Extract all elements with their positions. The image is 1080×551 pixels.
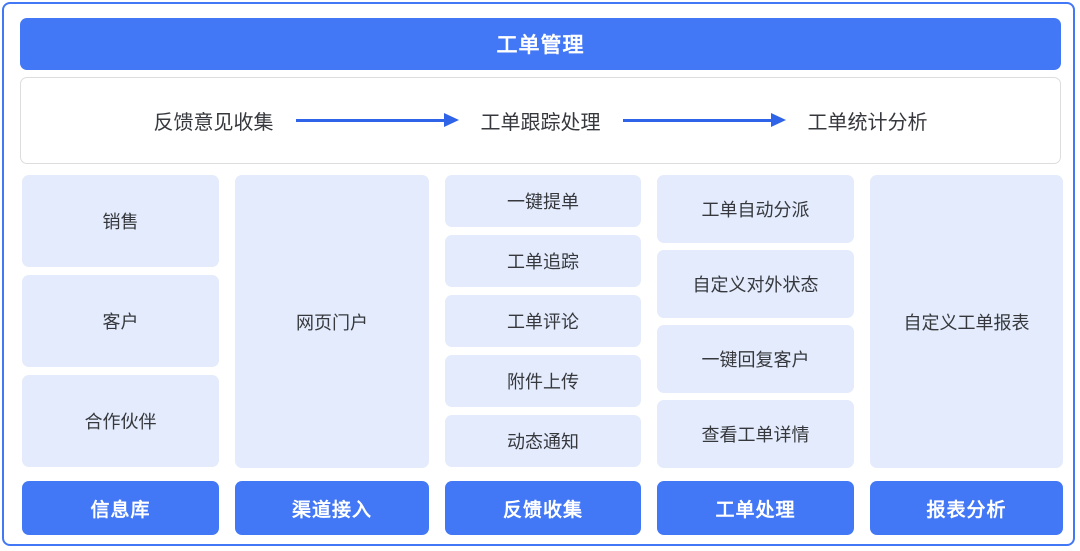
page-title: 工单管理 — [496, 34, 585, 57]
button-report-analysis[interactable]: 报表分析 — [870, 481, 1063, 535]
arrow-head — [443, 112, 459, 127]
arrow-shaft — [295, 118, 446, 122]
category-button-row: 信息库 渠道接入 反馈收集 工单处理 报表分析 — [22, 481, 1063, 535]
tile-custom-external-status[interactable]: 自定义对外状态 — [657, 250, 854, 318]
button-info-base[interactable]: 信息库 — [22, 481, 219, 535]
tile-custom-ticket-report[interactable]: 自定义工单报表 — [870, 175, 1063, 468]
tile-ticket-tracking[interactable]: 工单追踪 — [445, 235, 641, 287]
tile-view-ticket-detail[interactable]: 查看工单详情 — [657, 400, 854, 468]
tile-activity-notification[interactable]: 动态通知 — [445, 415, 641, 467]
button-channel-access[interactable]: 渠道接入 — [235, 481, 429, 535]
column-info-source: 销售 客户 合作伙伴 — [22, 175, 219, 468]
arrow-head — [770, 112, 786, 127]
button-ticket-process[interactable]: 工单处理 — [657, 481, 854, 535]
arrow-right-icon-2 — [622, 111, 786, 131]
tile-one-click-reply[interactable]: 一键回复客户 — [657, 325, 854, 393]
process-flow-box: 反馈意见收集 工单跟踪处理 工单统计分析 — [20, 77, 1061, 164]
tile-partner[interactable]: 合作伙伴 — [22, 375, 219, 467]
tile-sales[interactable]: 销售 — [22, 175, 219, 267]
column-feedback: 一键提单 工单追踪 工单评论 附件上传 动态通知 — [445, 175, 641, 468]
flow-step-3: 工单统计分析 — [807, 112, 928, 134]
tile-auto-assign[interactable]: 工单自动分派 — [657, 175, 854, 243]
arrow-shaft — [622, 118, 773, 122]
tile-attachment-upload[interactable]: 附件上传 — [445, 355, 641, 407]
feature-columns: 销售 客户 合作伙伴 网页门户 一键提单 工单追踪 工单评论 附件上传 动态通知… — [22, 175, 1063, 468]
button-feedback-collect[interactable]: 反馈收集 — [445, 481, 641, 535]
tile-web-portal[interactable]: 网页门户 — [235, 175, 429, 468]
tile-one-click-submit[interactable]: 一键提单 — [445, 175, 641, 227]
flow-step-1: 反馈意见收集 — [153, 112, 274, 134]
process-flow-inner: 反馈意见收集 工单跟踪处理 工单统计分析 — [150, 106, 932, 135]
flow-step-2: 工单跟踪处理 — [480, 112, 601, 134]
column-channel: 网页门户 — [235, 175, 429, 468]
column-report: 自定义工单报表 — [870, 175, 1063, 468]
tile-customer[interactable]: 客户 — [22, 275, 219, 367]
column-ticket-handling: 工单自动分派 自定义对外状态 一键回复客户 查看工单详情 — [657, 175, 854, 468]
tile-ticket-comment[interactable]: 工单评论 — [445, 295, 641, 347]
header-bar: 工单管理 — [20, 18, 1061, 70]
arrow-right-icon-1 — [295, 111, 459, 131]
